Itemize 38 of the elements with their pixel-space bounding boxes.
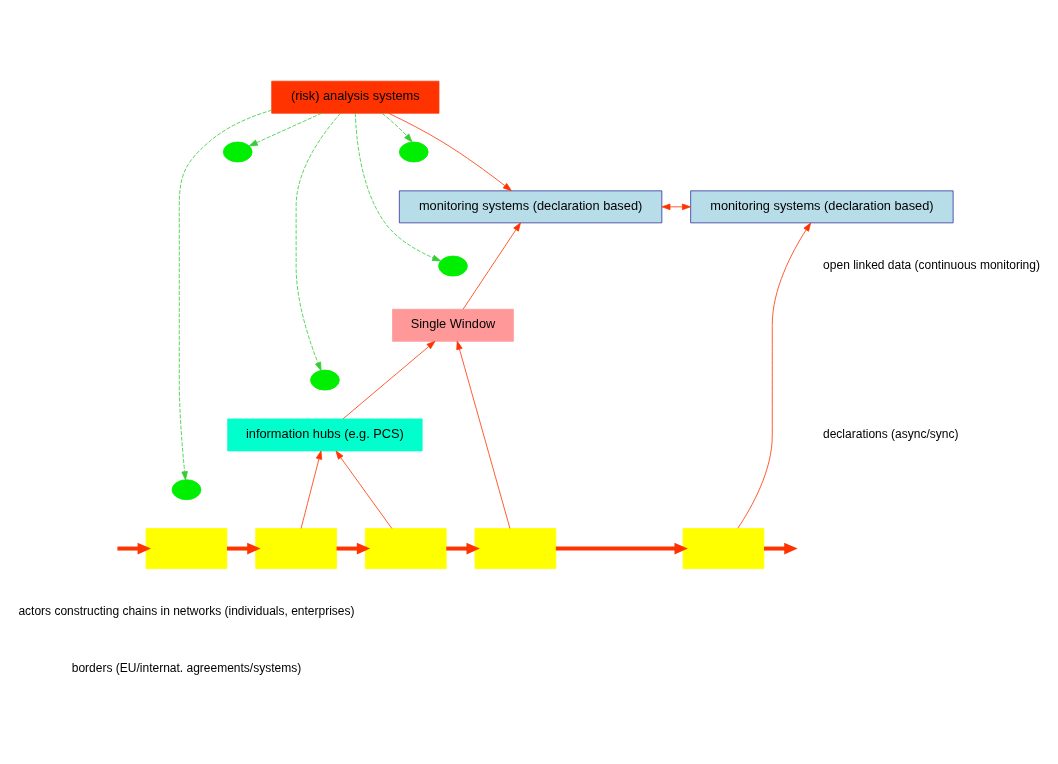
arrow [462, 222, 521, 310]
node-circle [438, 255, 468, 276]
arrow [342, 340, 436, 419]
node-box: monitoring systems (declaration based) [690, 189, 954, 223]
arrow [737, 222, 812, 529]
arrow [117, 542, 151, 554]
arrow [178, 109, 273, 480]
node-circle [171, 478, 202, 500]
node-box [364, 527, 447, 569]
arrow [300, 450, 323, 529]
node-box [255, 527, 337, 569]
arrow [456, 340, 511, 529]
node-box [682, 527, 765, 569]
arrow [381, 112, 413, 142]
node-circle [398, 141, 429, 162]
node-box: information hubs (e.g. PCS) [227, 418, 423, 451]
arrow [354, 112, 441, 261]
arrow [446, 542, 480, 554]
node-box: (risk) analysis systems [271, 80, 440, 114]
node-box [145, 527, 228, 569]
arrow [248, 112, 323, 146]
node-box: Single Window [392, 308, 514, 342]
label: borders (EU/internat. agreements/systems) [71, 660, 302, 675]
arrow [764, 542, 798, 554]
label: open linked data (continuous monitoring) [823, 257, 1040, 272]
arrow [388, 112, 512, 191]
arrow [226, 542, 261, 554]
node-box [474, 527, 557, 569]
label: actors constructing chains in networks (individuals, enterprises) [18, 603, 355, 618]
arrow [661, 203, 691, 210]
label: declarations (async/sync) [823, 426, 959, 441]
arrow [295, 112, 341, 371]
node-box: monitoring systems (declaration based) [398, 189, 663, 223]
arrow [555, 542, 688, 554]
arrow [335, 450, 393, 529]
node-circle [222, 141, 253, 162]
node-circle [310, 369, 340, 390]
arrow [336, 542, 371, 554]
